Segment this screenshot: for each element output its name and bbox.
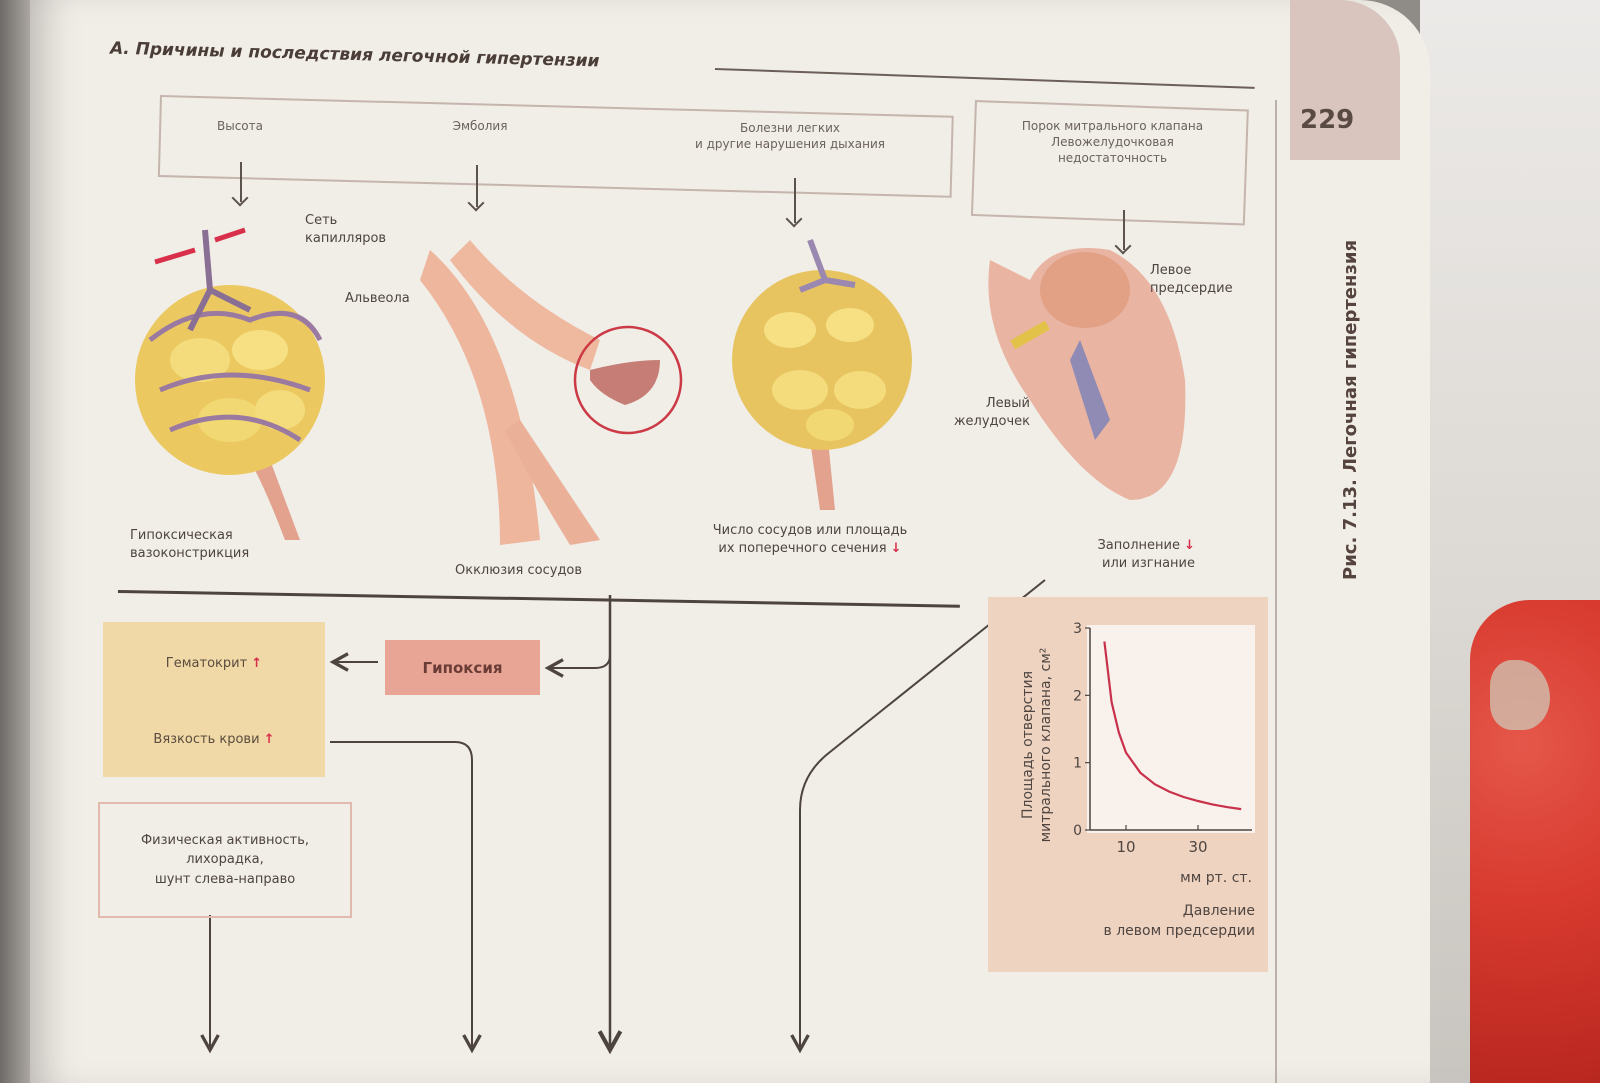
chart-xlabel-line2: в левом предсердии [1103, 922, 1256, 939]
activity-line1: Физическая активность, [140, 832, 310, 848]
vessel-occlusion-illustration [420, 240, 683, 545]
hematocrit-line: Гематокрит ↑ [103, 656, 325, 671]
label-left-ventricle-line2: желудочек [953, 413, 1030, 429]
label-hypoxic-line2: вазоконстрикция [130, 545, 250, 561]
mitral-chart-plot-bg [1087, 625, 1255, 833]
viscosity-line-text: Вязкость крови ↑ [103, 732, 325, 747]
label-left-ventricle: Левый желудочек [930, 395, 1030, 430]
label-left-ventricle-line1: Левый [985, 396, 1030, 411]
viscosity-line [330, 741, 472, 1050]
arrow-embolism [476, 165, 478, 207]
chart-xlabel-line1: Давление [1182, 903, 1255, 919]
alveolus-constricted-illustration [135, 227, 325, 540]
cause-lung-line2: и другие нарушения дыхания [695, 137, 885, 152]
label-hypoxic-line1: Гипоксическая [130, 528, 233, 543]
label-filling-line1-text: Заполнение [1097, 538, 1180, 553]
label-capillary-net: Сеть капилляров [305, 212, 386, 247]
page-number: 229 [1300, 105, 1355, 135]
cause-lung-line1: Болезни легких [740, 121, 840, 135]
arrow-altitude [240, 162, 242, 202]
cause-mitral-line2: Левожелудочковая [1051, 135, 1174, 150]
label-left-atrium-line2: предсердие [1150, 280, 1233, 296]
alveolus-reduced-illustration [732, 238, 912, 510]
label-hypoxic-vasoconstriction: Гипоксическая вазоконстрикция [130, 527, 249, 562]
label-vessel-line2-text: их поперечного сечения [718, 540, 887, 556]
hypoxia-box: Гипоксия [385, 640, 540, 695]
chart-xlabel: Давление в левом предсердии [1040, 902, 1256, 941]
label-left-atrium: Левое предсердие [1150, 262, 1233, 297]
cause-mitral-line1: Порок митрального клапана [1021, 119, 1204, 133]
chart-xunit: мм рт. ст. [1180, 870, 1252, 886]
hematocrit-label: Гематокрит [165, 656, 248, 671]
red-fabric [1470, 600, 1600, 1083]
chart-series-line [1103, 641, 1242, 811]
label-vessel-area: Число сосудов или площадь их поперечного… [675, 522, 945, 557]
label-filling-line1: Заполнение ↓ [1040, 537, 1195, 555]
label-left-atrium-line1: Левое [1150, 263, 1192, 278]
chart-xtick-label: 30 [1188, 838, 1207, 856]
label-capillary-net-line2: капилляров [305, 230, 387, 246]
chart-xtick-label: 10 [1116, 838, 1135, 856]
hypoxia-branch [548, 654, 611, 668]
label-capillary-net-line1: Сеть [305, 213, 338, 228]
activity-line2: лихорадка, [186, 852, 264, 868]
hematocrit-increase-arrow: ↑ [251, 656, 263, 671]
viscosity-label: Вязкость крови [153, 732, 260, 747]
activity-line3: шунт слева-направо [154, 871, 296, 887]
cause-embolism: Эмболия [452, 119, 508, 133]
right-margin-rule [1275, 100, 1277, 1083]
cause-mitral: Порок митрального клапана Левожелудочков… [985, 118, 1240, 167]
cause-altitude: Высота [217, 119, 263, 133]
chart-ytick-label: 2 [1073, 688, 1082, 704]
chart-ytick-label: 3 [1073, 621, 1082, 637]
cause-mitral-line3: недостаточность [1057, 151, 1168, 166]
label-filling: Заполнение ↓ или изгнание [1040, 537, 1195, 572]
label-alveolus: Альвеола [345, 291, 410, 306]
chart-ytick-label: 1 [1073, 756, 1082, 772]
arrow-mitral [1123, 210, 1125, 250]
viscosity-increase-arrow: ↑ [263, 732, 275, 747]
label-occlusion: Окклюзия сосудов [455, 563, 583, 578]
label-vessel-line2: их поперечного сечения ↓ [675, 540, 945, 558]
arrow-lung [794, 178, 796, 223]
blood-box: Гематокрит ↑ Вязкость крови ↑ [103, 622, 325, 777]
activity-box: Физическая активность, лихорадка, шунт с… [98, 802, 352, 918]
label-filling-line2: или изгнание [1102, 555, 1195, 571]
heart-illustration [988, 248, 1186, 500]
chart-ytick-label: 0 [1073, 823, 1082, 839]
label-vessel-line1: Число сосудов или площадь [712, 523, 908, 538]
cause-lung-disease: Болезни легких и другие нарушения дыхани… [640, 120, 940, 152]
vessel-decrease-arrow: ↓ [890, 540, 902, 556]
mitral-line [800, 579, 1046, 1050]
filling-decrease-arrow: ↓ [1184, 538, 1195, 553]
page-tab [1290, 0, 1400, 160]
